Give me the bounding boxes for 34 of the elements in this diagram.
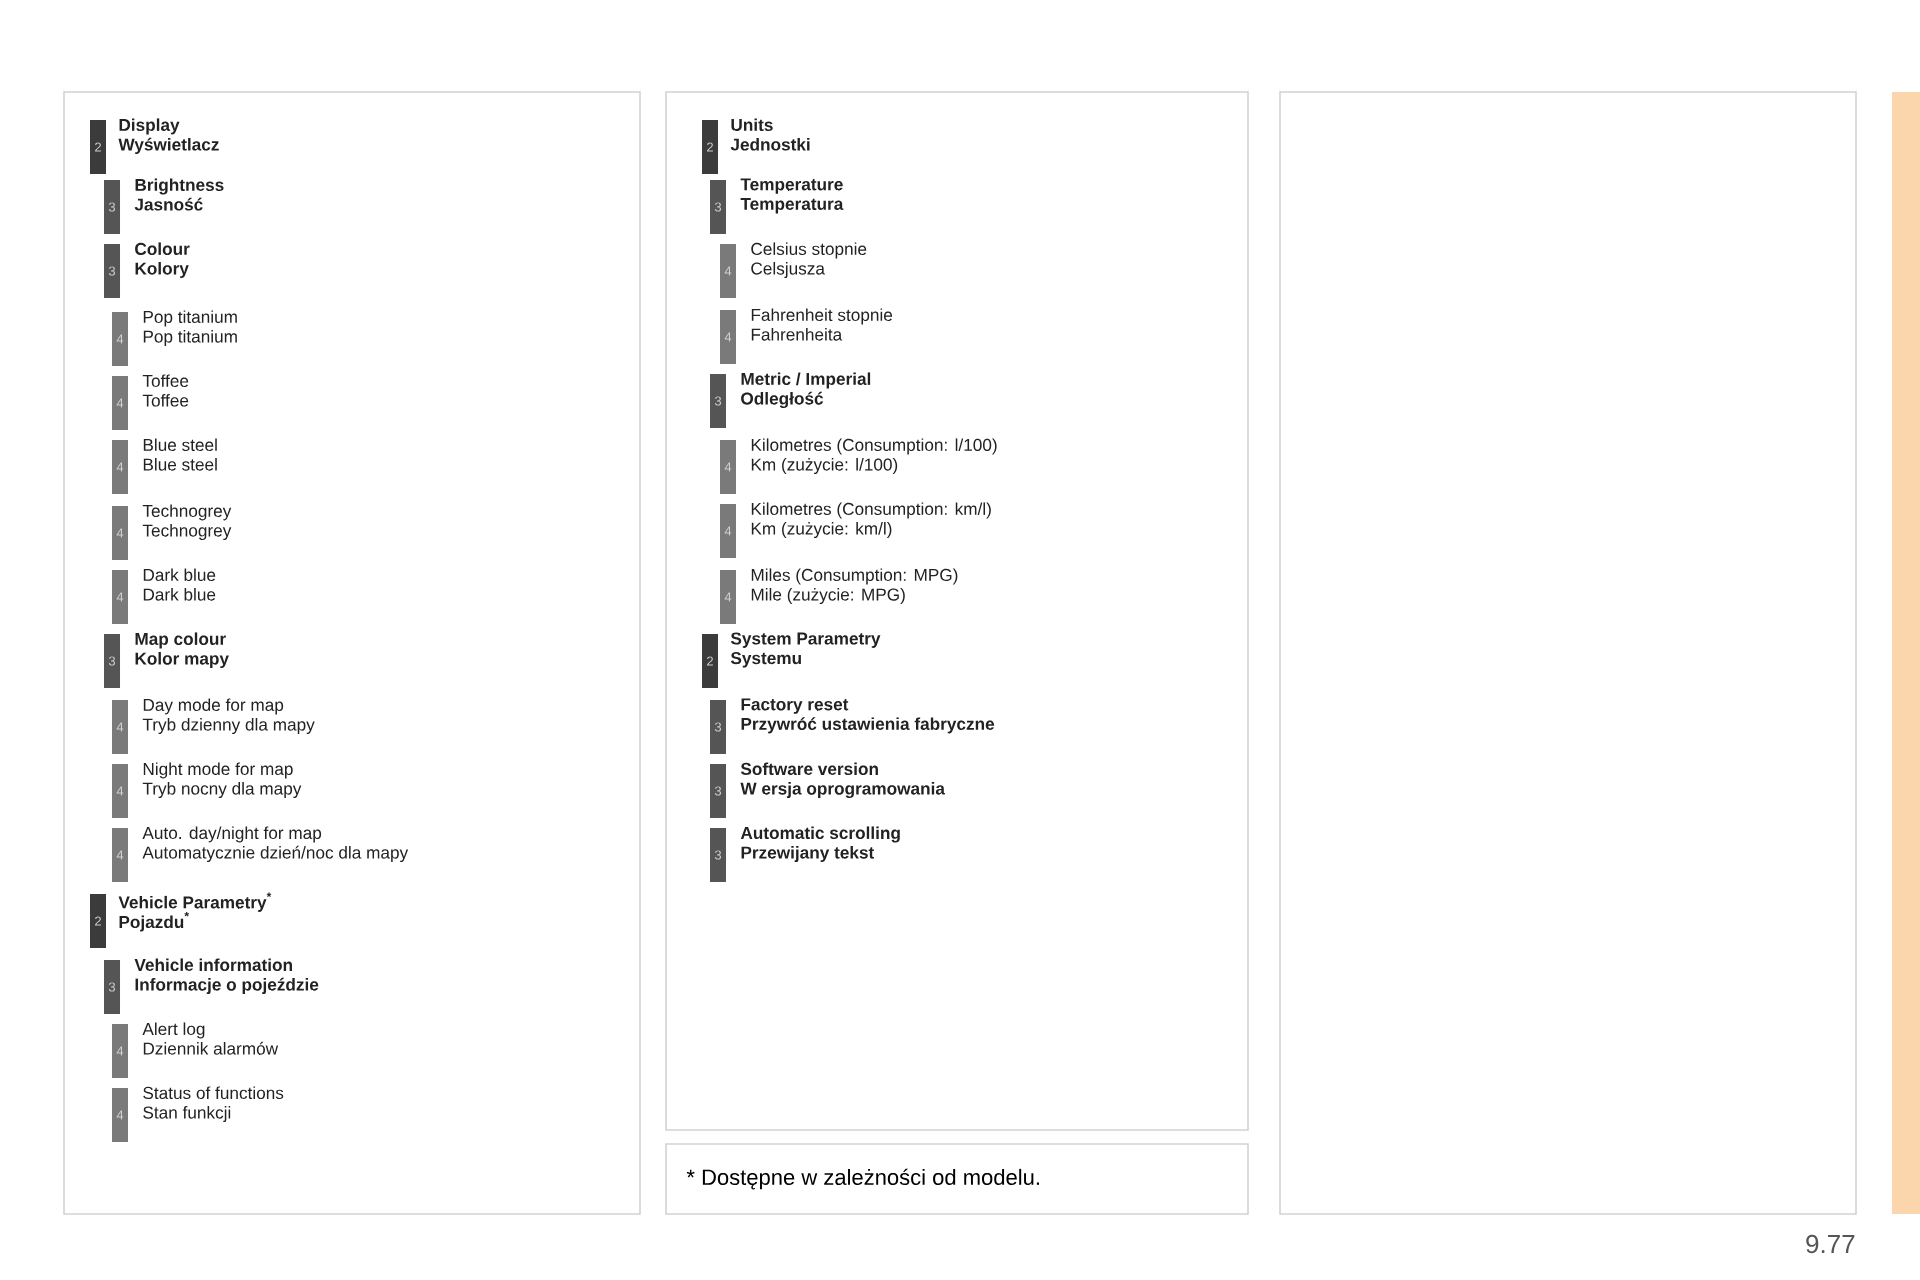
menu-item-label: Kilometres (Consumption: l/100) Km (zużycie: l/100) <box>751 438 997 475</box>
menu-item-label: Miles (Consumption: MPG) Mile (zużycie: MPG) <box>751 568 958 605</box>
menu-item-label: Vehicle information Informacje o pojeździe <box>134 958 319 995</box>
menu-item-label: Fahrenheit stopnie Fahrenheita <box>751 308 893 341</box>
menu-item-label: Display Wyświetlacz <box>118 118 219 155</box>
menu-item-label: Metric / Imperial Odległość <box>741 372 871 409</box>
menu-item-label: Celsius stopnie Celsjusza <box>751 242 867 279</box>
footnote-box: * Dostępne w zależności od modelu. <box>665 1143 1249 1215</box>
menu-item-label: Dark blue Dark blue <box>143 568 216 601</box>
menu-item-label: Factory reset Przywróć ustawienia fabryczne <box>741 698 995 734</box>
panel <box>1279 91 1857 1215</box>
node-label: Vehicle Parametry$^{*}$ <box>118 892 272 912</box>
menu-item-label: Vehicle Parametry$^{*}$ Pojazdu$^{*}$ <box>118 892 272 932</box>
menu-item-label: Pop titanium Pop titanium <box>143 310 237 347</box>
menu-item-label: Map colour Kolor mapy <box>135 632 229 669</box>
menu-item-label: Automatic scrolling Przewijany tekst <box>740 826 900 863</box>
menu-item-label: Kilometres (Consumption: km/l) Km (zużycie: km/l) <box>751 502 991 539</box>
node-label: Pojazdu$^{*}$ <box>119 912 190 932</box>
menu-item-label: Toffee Toffee <box>142 374 189 407</box>
menu-item-label: Units Jednostki <box>730 118 810 151</box>
menu-item-label: Colour Kolory <box>135 242 190 279</box>
menu-item-label: Alert log Dziennik alarmów <box>142 1022 279 1055</box>
menu-item-label: Technogrey Technogrey <box>142 504 232 541</box>
menu-item-label: Night mode for map Tryb nocny dla mapy <box>142 762 302 799</box>
panel <box>665 91 1249 1131</box>
menu-item-label: Auto. day/night for map Automatycznie dzień/noc dla mapy <box>142 826 409 863</box>
menu-item-label: Brightness Jasność <box>134 178 224 211</box>
menu-item-label: Day mode for map Tryb dzienny dla mapy <box>142 698 315 735</box>
menu-item-label: Blue steel Blue steel <box>143 438 217 471</box>
menu-item-label: Status of functions Stan funkcji <box>143 1086 284 1123</box>
menu-item-label: Software version W ersja oprogramowania <box>740 762 946 799</box>
panel <box>63 91 641 1215</box>
menu-item-label: Temperature Temperatura <box>740 178 844 214</box>
menu-item-label: System Parametry Systemu <box>730 632 881 668</box>
